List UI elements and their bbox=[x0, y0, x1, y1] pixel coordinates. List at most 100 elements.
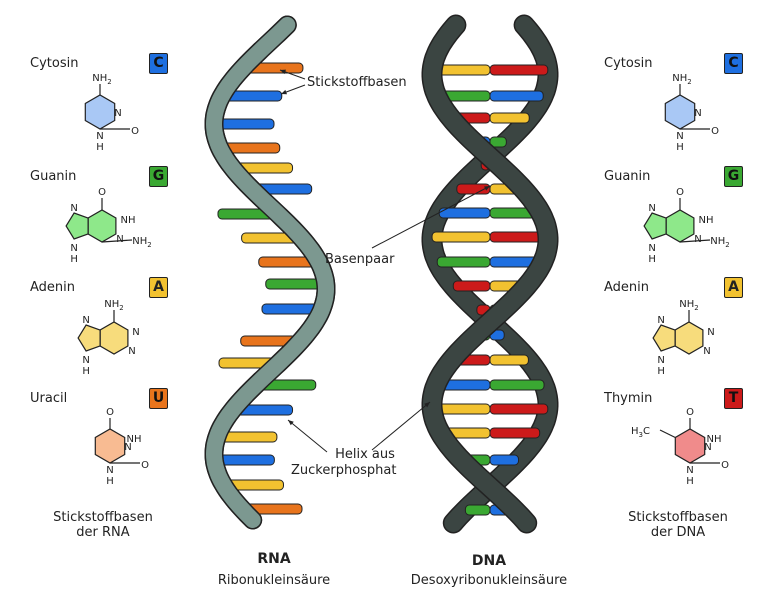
cytosin-amine-sub: 2 bbox=[687, 78, 691, 86]
thymin-nh3: NH bbox=[707, 434, 722, 445]
right-badge-g: G bbox=[724, 166, 743, 187]
dna-backbone-b bbox=[421, 14, 559, 534]
guanin-amine-sub: 2 bbox=[725, 241, 729, 249]
adenin-six-ring bbox=[674, 321, 704, 355]
guanin-six-ring bbox=[87, 209, 117, 243]
adenin-amine-sub: 2 bbox=[119, 304, 123, 312]
pointer-helix-dna bbox=[371, 401, 431, 451]
annotation-helix-line1: Helix aus bbox=[335, 447, 395, 462]
dna-base-a-15 bbox=[489, 427, 541, 439]
adenin-n3: N bbox=[703, 346, 710, 357]
dna-base-a-1 bbox=[489, 90, 544, 102]
adenin-amine: NH2 bbox=[104, 299, 123, 312]
left-caption-line1: Stickstoffbasen bbox=[53, 510, 153, 525]
dna-base-a-8 bbox=[436, 256, 491, 268]
adenin-h9: H bbox=[657, 366, 665, 377]
rna-backbone-front-fill bbox=[205, 17, 335, 528]
adenin-h9: H bbox=[82, 366, 90, 377]
rna-backbone-front bbox=[204, 15, 336, 530]
right-label-thymin: Thymin bbox=[604, 391, 653, 406]
thymin-methyl: H3C bbox=[631, 426, 650, 439]
guanin-amine-sub: 2 bbox=[147, 241, 151, 249]
guanin-n9: N bbox=[648, 243, 655, 254]
left-badge-g: G bbox=[149, 166, 168, 187]
uracil-n3: N bbox=[124, 442, 131, 453]
right-caption-line2: der DNA bbox=[650, 525, 706, 540]
cytosin-ring bbox=[664, 94, 696, 130]
thymin-oxo2: O bbox=[686, 407, 694, 418]
uracil-h1: H bbox=[106, 476, 114, 487]
thymin-n1: N bbox=[686, 465, 693, 476]
uracil-oxo: O bbox=[141, 460, 149, 471]
guanin-amine-bond bbox=[101, 239, 133, 243]
guanin-amine-bond bbox=[679, 239, 711, 243]
cytosin-n3: N bbox=[114, 108, 121, 119]
guanin-n3: N bbox=[694, 234, 701, 245]
guanin-nh: NH bbox=[699, 215, 714, 226]
dna-base-a-6 bbox=[438, 207, 491, 219]
guanin-amine: NH2 bbox=[710, 236, 729, 249]
cytosin-oxo: O bbox=[711, 126, 719, 137]
cytosin-h1: H bbox=[676, 142, 684, 153]
adenin-n9: N bbox=[657, 355, 664, 366]
guanin-oxo: O bbox=[98, 187, 106, 198]
pointer-basenpaar bbox=[371, 185, 491, 249]
dna-base-a-13 bbox=[489, 379, 545, 391]
dna-base-a-2 bbox=[489, 112, 530, 124]
guanin-h9: H bbox=[648, 254, 656, 265]
cytosin-amine: NH2 bbox=[672, 73, 691, 86]
adenin-n1: N bbox=[707, 327, 714, 338]
pointer-basenpaar-head bbox=[484, 186, 490, 191]
pointer-stickstoffbasen-1-head bbox=[280, 69, 286, 75]
adenin-n3: N bbox=[128, 346, 135, 357]
guanin-n3: N bbox=[116, 234, 123, 245]
guanin-nh: NH bbox=[121, 215, 136, 226]
thymin-h1: H bbox=[686, 476, 694, 487]
guanin-amine: NH2 bbox=[132, 236, 151, 249]
dna-backbone-a-fill bbox=[423, 16, 557, 532]
dna-base-a-16 bbox=[489, 454, 520, 466]
adenin-five-ring bbox=[77, 324, 101, 352]
right-caption: Stickstoffbasen der DNA bbox=[603, 510, 753, 540]
adenin-five-ring bbox=[652, 324, 676, 352]
adenin-amine-sub: 2 bbox=[694, 304, 698, 312]
thymin-methyl-sub: 3 bbox=[639, 431, 643, 439]
thymin-ring bbox=[674, 428, 706, 464]
left-badge-a: A bbox=[149, 277, 168, 298]
adenin-amine: NH2 bbox=[679, 299, 698, 312]
thymin-methyl-c: C bbox=[643, 426, 650, 437]
pointer-stickstoffbasen-2-head bbox=[281, 89, 287, 95]
guanin-five-ring bbox=[65, 212, 89, 240]
pointer-helix-rna bbox=[287, 419, 328, 453]
thymin-n3: N bbox=[704, 442, 711, 453]
guanin-oxo: O bbox=[676, 187, 684, 198]
left-badge-u: U bbox=[149, 388, 168, 409]
uracil-ring bbox=[94, 428, 126, 464]
cytosin-amine-sub: 2 bbox=[107, 78, 111, 86]
guanin-six-ring bbox=[665, 209, 695, 243]
adenin-n7: N bbox=[82, 315, 89, 326]
adenin-n1: N bbox=[132, 327, 139, 338]
uracil-nh3: NH bbox=[127, 434, 142, 445]
annotation-basenpaar: Basenpaar bbox=[325, 252, 395, 267]
cytosin-h1: H bbox=[96, 142, 104, 153]
left-label-guanin: Guanin bbox=[30, 169, 77, 184]
rna-title: RNA bbox=[257, 551, 291, 567]
dna-base-a-18 bbox=[464, 504, 491, 516]
left-caption: Stickstoffbasen der RNA bbox=[28, 510, 178, 540]
thymin-methyl-bond bbox=[659, 429, 676, 439]
cytosin-n1: N bbox=[96, 131, 103, 142]
pointer-helix-rna-head bbox=[288, 420, 294, 426]
dna-base-a-12 bbox=[489, 354, 529, 366]
cytosin-amine: NH2 bbox=[92, 73, 111, 86]
left-label-uracil: Uracil bbox=[30, 391, 68, 406]
dna-base-a-0 bbox=[489, 64, 549, 76]
